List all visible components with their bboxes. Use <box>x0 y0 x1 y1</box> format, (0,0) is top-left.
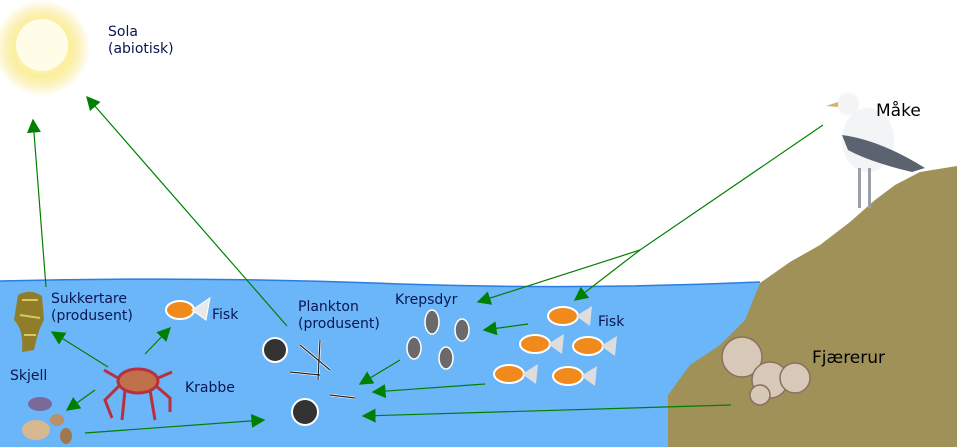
arrow-crustaceans-plankton <box>358 359 401 385</box>
label-sun-sub: (abiotisk) <box>108 41 174 57</box>
arrow-crab-shells <box>65 389 96 411</box>
fish-school-icon <box>493 306 617 386</box>
arrow-crab-fish <box>144 326 171 355</box>
plankton-icon <box>262 337 356 426</box>
kelp-icon <box>14 291 44 352</box>
arrow-barnacles-plankton <box>361 404 732 423</box>
label-shells: Skjell <box>10 368 48 384</box>
arrow-fish-crustaceans <box>482 321 529 336</box>
label-plankton: Plankton <box>298 299 359 315</box>
label-barnacles: Fjærerur <box>812 348 886 368</box>
crab-icon <box>103 367 173 421</box>
shells-icon <box>22 397 72 444</box>
arrow-plankton-sun <box>86 95 288 327</box>
sea-surface <box>0 278 761 288</box>
food-web-arrows <box>26 95 824 434</box>
fish-icon <box>165 296 211 321</box>
label-plankton-sub: (produsent) <box>298 316 380 332</box>
gull-icon <box>826 93 925 208</box>
label-fish-small: Fisk <box>212 307 239 323</box>
arrow-crab-kelp <box>50 331 109 368</box>
label-kelp-sub: (produsent) <box>51 308 133 324</box>
crustaceans-icon <box>406 309 470 370</box>
label-sun: Sola <box>108 24 138 40</box>
arrow-gull-fish <box>573 249 641 301</box>
label-kelp: Sukkertare <box>51 291 127 307</box>
arrow-shells-plankton <box>84 413 266 434</box>
sun-icon <box>0 0 90 96</box>
arrow-kelp-sun <box>26 118 47 288</box>
label-crustaceans: Krepsdyr <box>395 292 458 308</box>
arrow-fish-plankton <box>371 383 486 399</box>
barnacles-icon <box>721 336 811 406</box>
label-crab: Krabbe <box>185 380 235 396</box>
label-fish-school: Fisk <box>598 314 625 330</box>
label-gull: Måke <box>876 101 921 121</box>
